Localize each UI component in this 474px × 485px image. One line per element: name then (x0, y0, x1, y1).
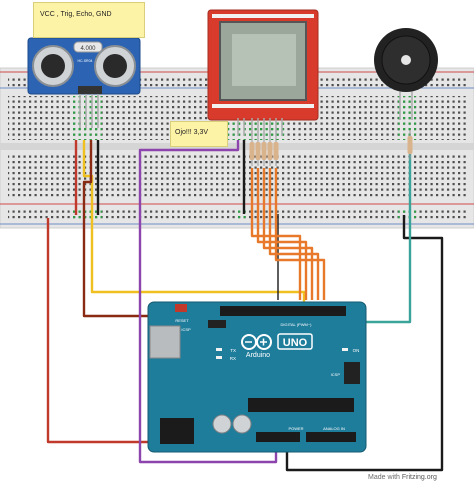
power-header (256, 432, 300, 442)
reset-label: RESET (175, 318, 189, 323)
arduino-uno: RESET ICSP ICSP DIGITAL (PWM~) Arduino U… (147, 301, 367, 453)
icsp2-header (344, 362, 360, 384)
resistors (249, 130, 413, 166)
wire-purple-3v3 (138, 140, 278, 464)
sensor-pin-note: VCC , Trig, Echo, GND (33, 2, 145, 38)
wire-orange-3 (262, 168, 314, 300)
capacitor-2 (232, 414, 252, 434)
digital-header (220, 306, 346, 316)
icsp-header (208, 320, 226, 328)
analog-label: ANALOG IN (323, 426, 345, 431)
transducer-left-mesh (41, 54, 65, 78)
resistor-lcd-1 (249, 136, 255, 166)
usb-port (149, 325, 181, 359)
bottom-rail-holes (8, 208, 466, 219)
wire-orange-2 (256, 168, 308, 300)
resistor-buzzer (407, 130, 413, 160)
analog-header (306, 432, 356, 442)
rx-label: RX (230, 356, 236, 361)
credit-prefix: Made with (368, 474, 400, 481)
crystal-label: 4.000 (80, 46, 96, 52)
wire-black-gnd-long (285, 215, 444, 472)
tx-label: TX (230, 348, 236, 353)
wire-orange-4 (268, 168, 320, 300)
sensor-header (78, 86, 102, 94)
lcd-glass (232, 34, 296, 86)
fritzing-credit: Made with Fritzing.org (368, 474, 437, 481)
buzzer (374, 28, 438, 120)
capacitor-1 (212, 414, 232, 434)
arduino-model: UNO (283, 337, 308, 349)
resistor-lcd-2 (255, 136, 261, 166)
voltage-warning-note: Ojo!!! 3,3V (170, 121, 228, 147)
icsp2-label: ICSP (331, 372, 341, 377)
ultrasonic-sensor: 4.000 HC-SR04 (27, 37, 141, 128)
wires (46, 140, 444, 472)
power-label: POWER (288, 426, 303, 431)
icsp-label: ICSP (181, 327, 191, 332)
sensor-model-label: HC-SR04 (78, 59, 93, 63)
power-jack (160, 418, 194, 444)
buzzer-hole (401, 55, 411, 65)
on-label: ON (353, 348, 360, 353)
lcd-display (207, 9, 319, 136)
microcontroller-chip (248, 398, 354, 412)
digital-label: DIGITAL (PWM~) (281, 322, 313, 327)
wire-teal-buzzer (356, 146, 412, 324)
arduino-brand: Arduino (246, 352, 270, 359)
credit-brand: Fritzing.org (401, 474, 437, 481)
resistor-lcd-3 (261, 136, 267, 166)
resistor-lcd-4 (267, 136, 273, 166)
reset-button[interactable] (175, 304, 187, 312)
transducer-right-mesh (103, 54, 127, 78)
resistor-lcd-5 (273, 136, 279, 166)
arduino-logo (241, 334, 272, 350)
crystal (73, 41, 103, 53)
wire-yellow-trig (82, 140, 306, 306)
wire-orange-5 (274, 168, 326, 300)
